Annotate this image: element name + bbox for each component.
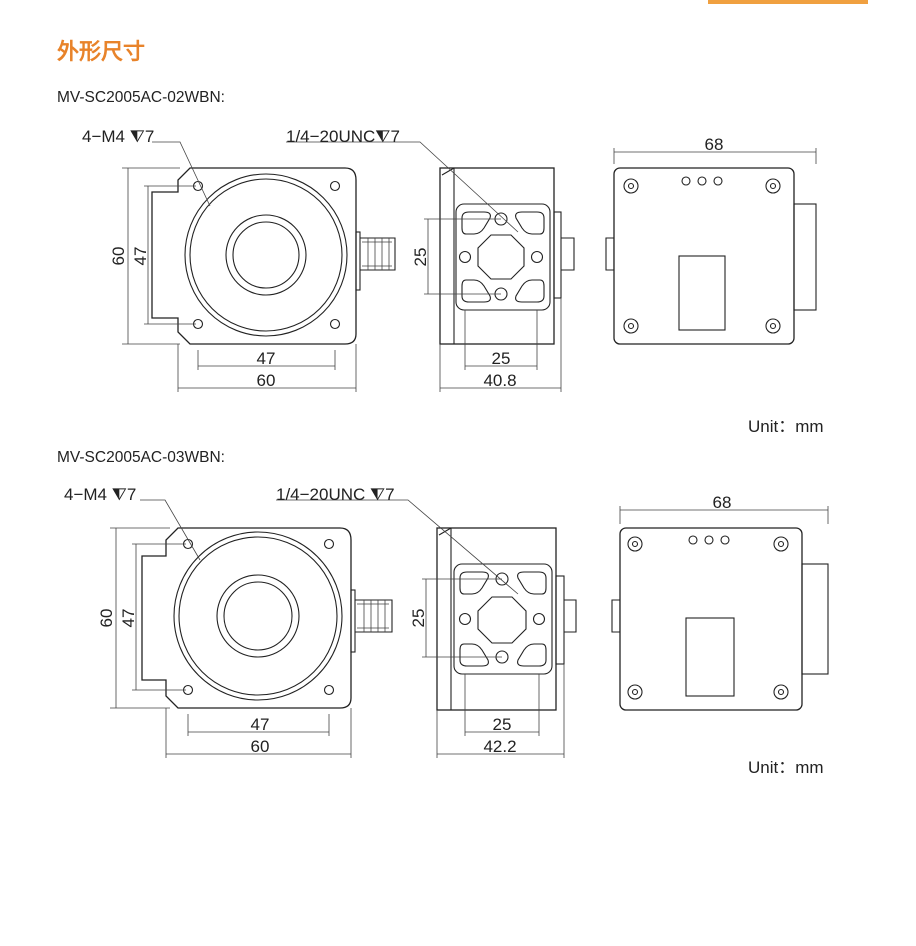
back-view: 68	[611, 493, 829, 711]
unit-label-1: Unit：mm	[748, 417, 824, 436]
front-width-inner-label: 47	[257, 349, 276, 368]
side-spacing-h-label: 25	[493, 715, 512, 734]
dimension-drawing-1: 4−M4 ⧨7 60 47 47 60 1/4−20UNC⧨7 25 25 40…	[82, 127, 817, 392]
model-label-2: MV-SC2005AC-03WBN:	[57, 449, 225, 466]
tripod-thread-callout: 1/4−20UNC⧨7	[286, 127, 400, 146]
front-width-outer-label: 60	[251, 737, 270, 756]
front-height-outer-label: 60	[109, 247, 128, 266]
back-width-label: 68	[705, 135, 724, 154]
thread-hole-callout: 4−M4 ⧨7	[82, 127, 154, 146]
side-depth-label: 40.8	[483, 371, 516, 390]
model-label-1: MV-SC2005AC-02WBN:	[57, 89, 225, 106]
side-depth-label: 42.2	[483, 737, 516, 756]
back-width-label: 68	[713, 493, 732, 512]
front-height-inner-label: 47	[131, 247, 150, 266]
section-title: 外形尺寸	[57, 40, 146, 65]
side-spacing-h-label: 25	[492, 349, 511, 368]
back-view: 68	[605, 135, 817, 345]
dimension-drawing-2: 4−M4 ⧨7 60 47 47 60 1/4−20UNC ⧨7 25 25 4…	[64, 485, 829, 758]
side-spacing-v-label: 25	[411, 248, 430, 267]
unit-label-2: Unit：mm	[748, 758, 824, 777]
thread-hole-callout: 4−M4 ⧨7	[64, 485, 136, 504]
tripod-thread-callout: 1/4−20UNC ⧨7	[276, 485, 395, 504]
front-view: 4−M4 ⧨7 60 47 47 60	[82, 127, 396, 392]
side-view: 1/4−20UNC⧨7 25 25 40.8	[286, 127, 575, 392]
front-view: 4−M4 ⧨7 60 47 47 60	[64, 485, 393, 758]
front-width-inner-label: 47	[251, 715, 270, 734]
front-height-outer-label: 60	[97, 609, 116, 628]
front-height-inner-label: 47	[119, 609, 138, 628]
side-spacing-v-label: 25	[409, 609, 428, 628]
header-logo-strip	[708, 0, 868, 4]
front-width-outer-label: 60	[257, 371, 276, 390]
side-view: 1/4−20UNC ⧨7 25 25 42.2	[276, 485, 577, 758]
